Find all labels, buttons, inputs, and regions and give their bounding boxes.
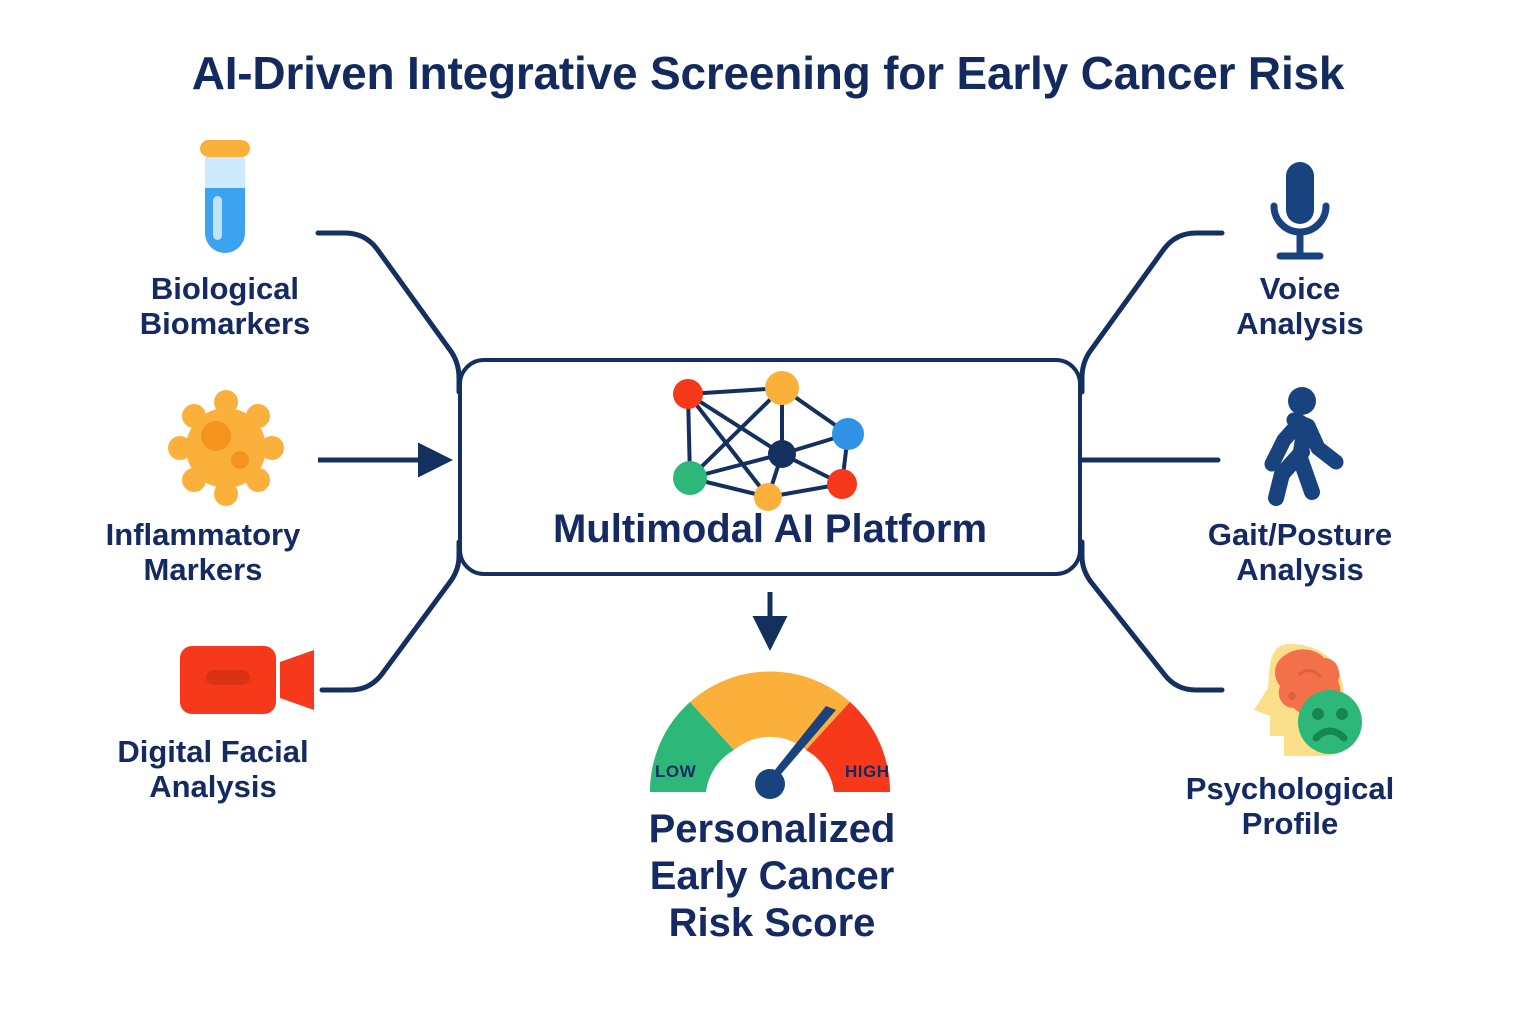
connector-voice-analysis: [1079, 230, 1225, 395]
test-tube-icon: [185, 140, 265, 265]
virus-cell-icon: [168, 390, 284, 506]
video-camera-icon: [178, 640, 318, 720]
label-voice-analysis: Voice Analysis: [1236, 271, 1364, 341]
label-digital-facial-analysis: Digital Facial Analysis: [117, 734, 309, 804]
gauge-high-label: HIGH: [845, 762, 890, 781]
page-title: AI-Driven Integrative Screening for Earl…: [191, 47, 1345, 99]
platform-label: Multimodal AI Platform: [552, 507, 988, 551]
walking-person-icon: [1250, 386, 1350, 514]
risk-gauge-icon: [640, 662, 900, 799]
gauge-low-label: LOW: [655, 762, 697, 781]
label-gait-posture-analysis: Gait/Posture Analysis: [1207, 517, 1393, 587]
label-psychological-profile: Psychological Profile: [1185, 771, 1395, 841]
label-biological-biomarkers: Biological Biomarkers: [139, 271, 311, 341]
neural-network-icon: [660, 371, 880, 511]
connector-psychological-profile: [1079, 539, 1225, 693]
connector-digital-facial-analysis: [319, 539, 462, 693]
label-risk-score: Personalized Early Cancer Risk Score: [648, 807, 896, 945]
label-inflammatory-markers: Inflammatory Markers: [105, 517, 301, 587]
microphone-icon: [1262, 160, 1338, 266]
head-brain-mood-icon: [1238, 640, 1370, 766]
connector-biological-biomarkers: [315, 230, 462, 395]
